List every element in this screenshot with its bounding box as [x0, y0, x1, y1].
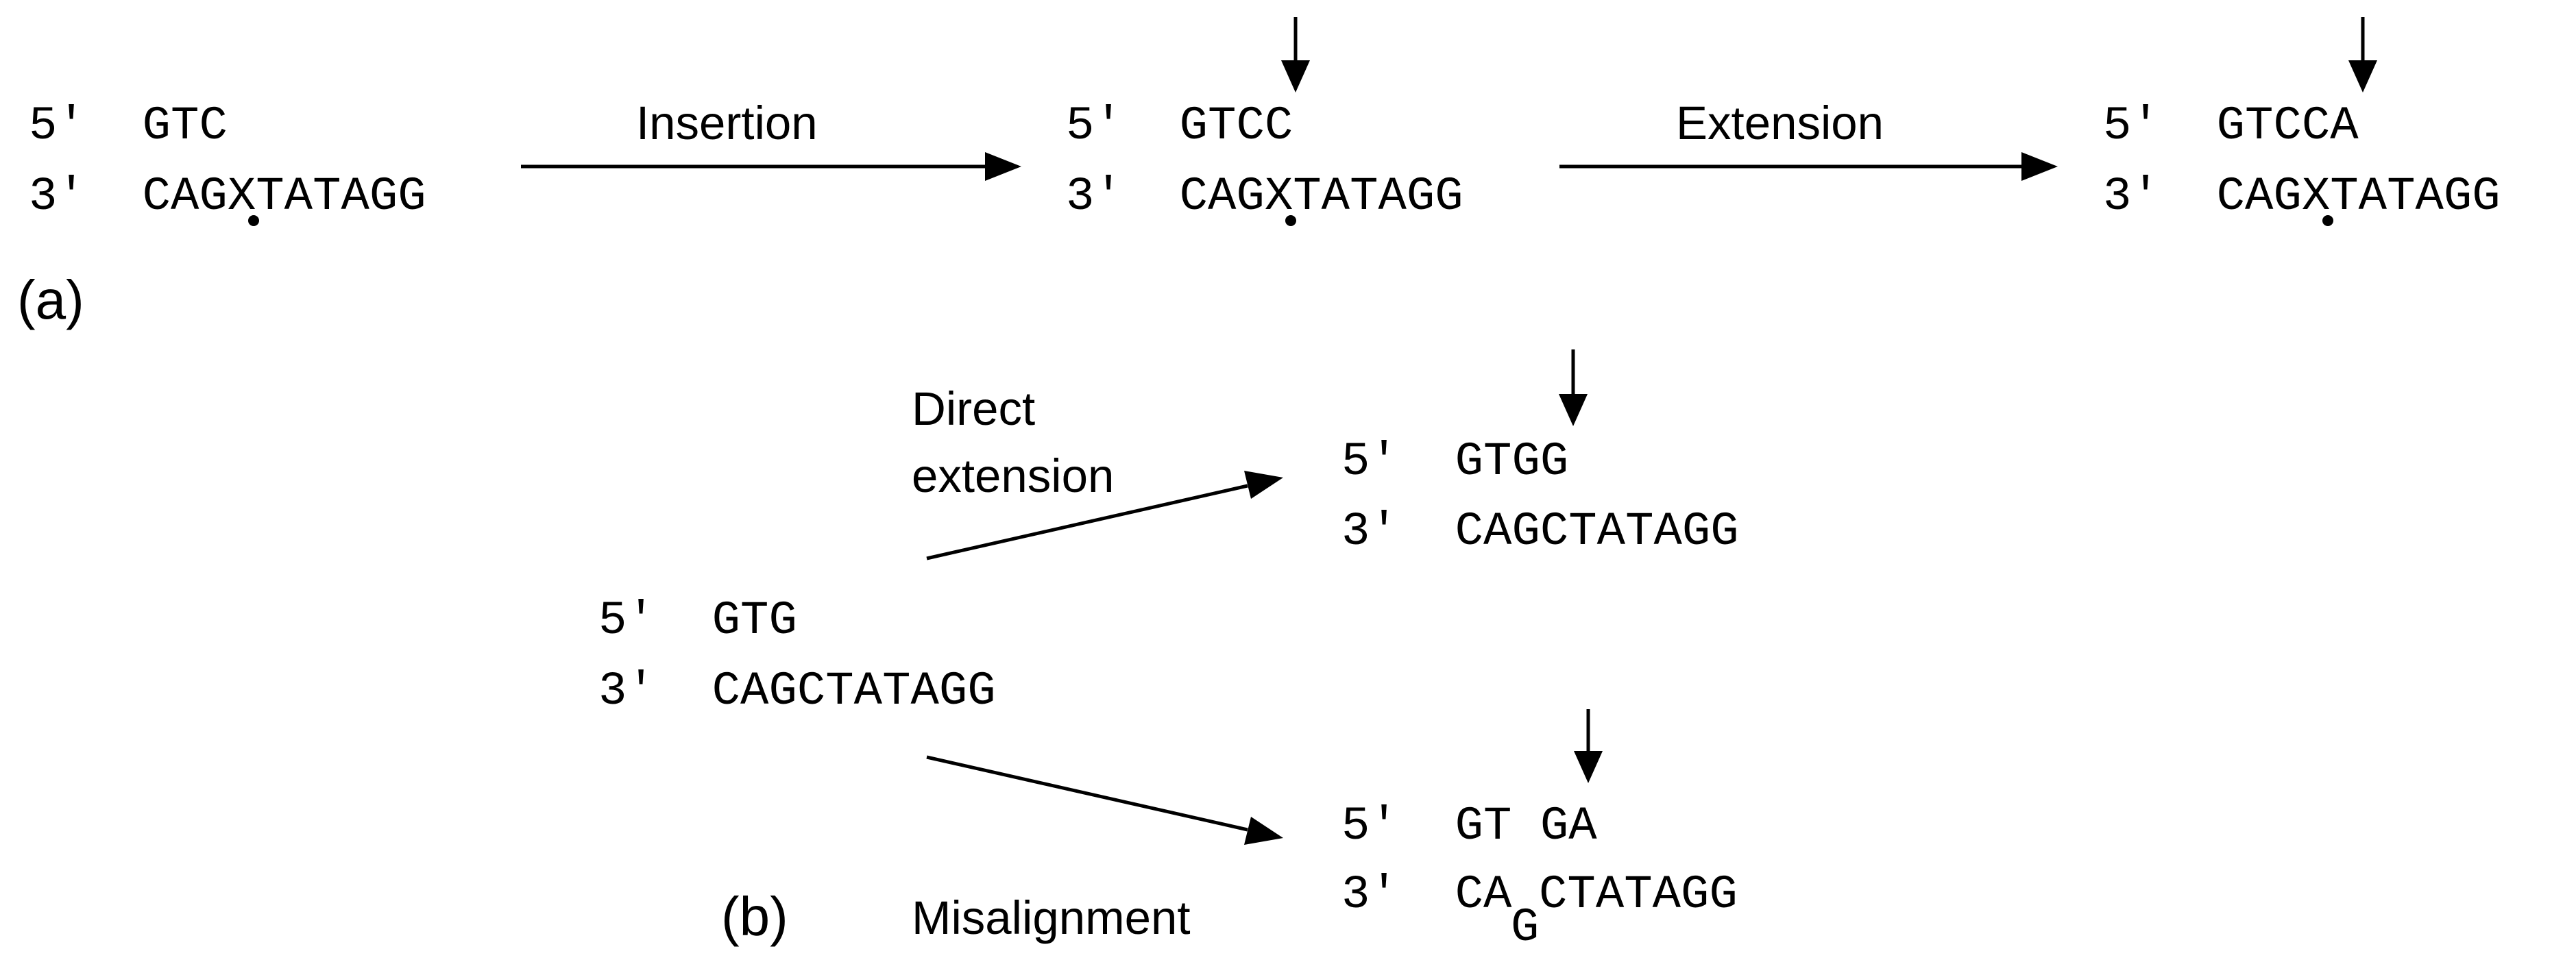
start-top-strand: 5′ GTG: [598, 594, 797, 648]
misaligned-top-strand: 5′ GT GA: [1341, 800, 1597, 853]
direct-label-line2: extension: [912, 449, 1115, 502]
down-arrow-misaligned: [1574, 709, 1603, 783]
misalignment-label: Misalignment: [912, 891, 1191, 944]
step1-bottom-strand: 3′ CAGXTATAGG: [29, 170, 426, 223]
misaligned-bulge-base: G: [1511, 901, 1540, 954]
step1-top-strand: 5′ GTC: [29, 99, 228, 153]
extension-label: Extension: [1676, 97, 1884, 149]
down-arrow-direct: [1559, 349, 1588, 426]
panel-b-label: (b): [721, 886, 788, 947]
down-arrow-step3: [2348, 17, 2377, 92]
direct-label-line1: Direct: [912, 382, 1036, 435]
start-bottom-strand: 3′ CAGCTATAGG: [598, 665, 996, 718]
down-arrow-step2: [1281, 17, 1310, 92]
misaligned-bottom-left: 3′ CA: [1341, 868, 1512, 922]
lesion-dot-step1: [248, 215, 259, 226]
misalignment-arrow: [926, 755, 1283, 845]
step3-bottom-strand: 3′ CAGXTATAGG: [2103, 170, 2501, 223]
step2-bottom-strand: 3′ CAGXTATAGG: [1066, 170, 1463, 223]
direct-extension-arrow: [926, 471, 1283, 560]
extension-arrow: [1559, 152, 2058, 181]
insertion-label: Insertion: [636, 97, 818, 149]
panel-a-label: (a): [17, 269, 84, 330]
direct-top-strand: 5′ GTGG: [1341, 435, 1569, 489]
step3-top-strand: 5′ GTCCA: [2103, 99, 2359, 153]
misaligned-bottom-right: CTATAGG: [1539, 868, 1738, 922]
step2-top-strand: 5′ GTCC: [1066, 99, 1293, 153]
lesion-dot-step3: [2322, 215, 2333, 226]
direct-bottom-strand: 3′ CAGCTATAGG: [1341, 505, 1739, 558]
lesion-dot-step2: [1285, 215, 1296, 226]
insertion-arrow: [521, 152, 1021, 181]
